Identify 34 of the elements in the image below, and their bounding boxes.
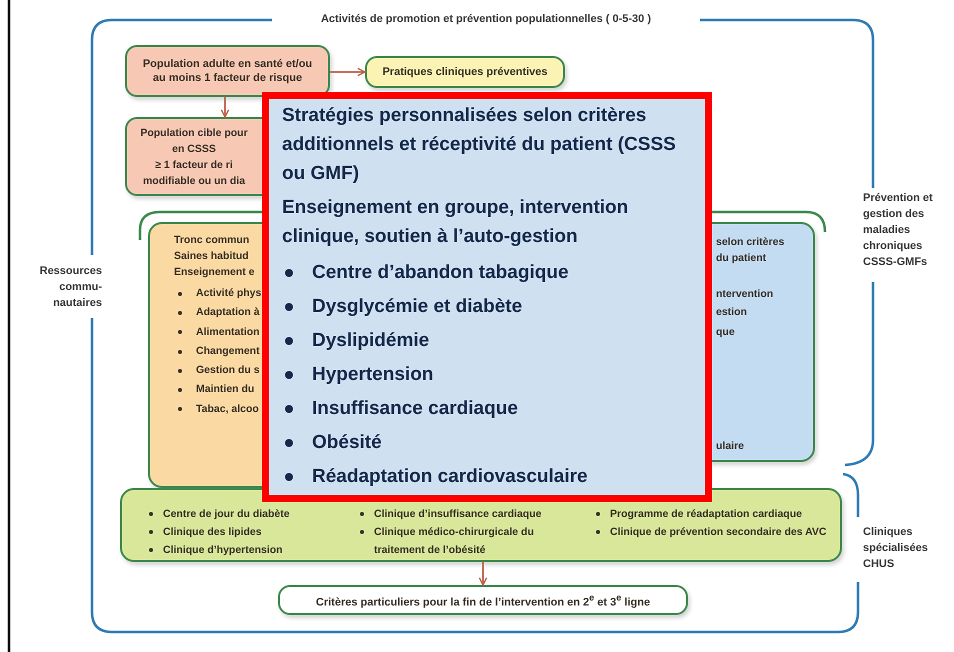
box-text-line: modifiable ou un dia — [142, 174, 246, 189]
box-text-line: ≥ 1 facteur de ri — [154, 158, 234, 173]
box-text-line: selon critères — [716, 235, 786, 250]
heading-line: Enseignement e — [174, 265, 256, 280]
process-box — [125, 45, 330, 97]
bullet-item: Réadaptation cardiovasculaire — [282, 460, 700, 494]
box-text: Population adulte en santé et/ou au moins 1 facteur de risque — [142, 57, 314, 85]
box-text-line: Population cible pour — [139, 126, 249, 141]
bullet-item: Hypertension — [282, 358, 700, 392]
box-text: Pratiques cliniques préventives — [381, 65, 549, 79]
arrow — [330, 68, 366, 76]
process-box — [278, 585, 688, 615]
arrow — [220, 97, 230, 118]
bullet-item: Clinique de prévention secondaire des AVC — [594, 523, 834, 541]
callout-heading: Enseignement en groupe, intervention clinique, soutien à l’auto-gestion — [282, 196, 630, 249]
box-text-line: en CSSS — [171, 142, 217, 157]
box-text-line: que — [716, 325, 736, 340]
process-box — [365, 56, 565, 88]
callout-heading: Stratégies personnalisées selon critères additionnels et réceptivité du patient (CSSS ou GMF) — [282, 104, 677, 186]
box-text-line: ulaire — [716, 439, 746, 454]
bullet-item: Obésité — [282, 426, 700, 460]
heading-line: Tronc commun — [174, 233, 250, 248]
heading-line: Saines habitud — [174, 249, 250, 264]
box-text-line: du patient — [716, 251, 768, 266]
bullet-item: Programme de réadaptation cardiaque — [594, 505, 834, 523]
bullet-item: Centre d’abandon tabagique — [282, 256, 700, 290]
box-text-line: estion — [716, 305, 748, 320]
arrow — [478, 562, 488, 586]
bullet-item: Dyslipidémie — [282, 324, 700, 358]
bullet-item: Insuffisance cardiaque — [282, 392, 700, 426]
zoom-tooltip — [262, 92, 712, 502]
box-text-line: ntervention — [716, 287, 774, 302]
box-text: Critères particuliers pour la fin de l’intervention en 2$^{e}$ et 3$^{e}$ ligne — [314, 592, 652, 610]
bullet-item: Dysglycémie et diabète — [282, 290, 700, 324]
